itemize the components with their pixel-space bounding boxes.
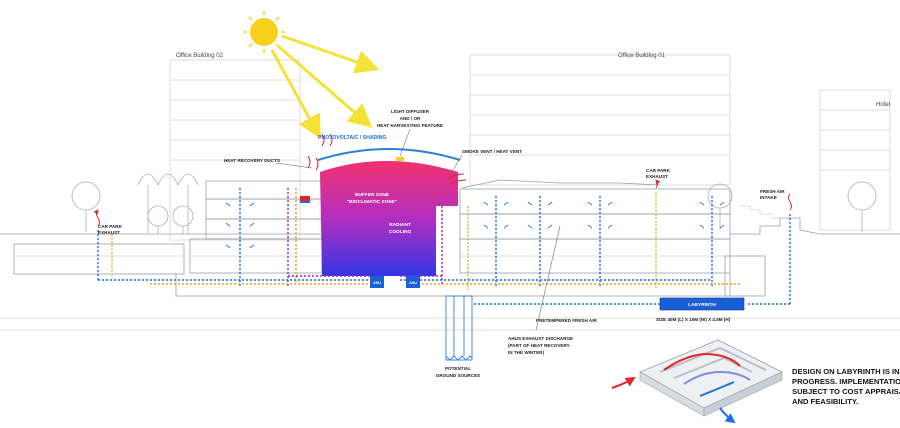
car-park-exhaust-right-1: CAR PARK xyxy=(646,168,671,173)
labyrinth-note-line-3: SUBJECT TO COST APPRAISAL xyxy=(792,387,900,396)
ahus-exhaust-label-2: (PART OF HEAT RECOVERY xyxy=(508,343,570,348)
legend-swatch-blue xyxy=(300,201,310,203)
car-park-exhaust-left-2: EXHAUST xyxy=(98,230,120,235)
labyrinth-illustration xyxy=(611,339,783,424)
fresh-air-intake-1: FRESH AIR xyxy=(760,189,785,194)
legend-swatch-red xyxy=(300,196,310,201)
light-diffuser-line-2: AND / OR xyxy=(400,116,421,121)
pretempered-fresh-air-label: PRETEMPERED FRESH AIR xyxy=(536,318,598,323)
ahu-1-label: AHU xyxy=(373,281,381,285)
hotel-label: Hotel xyxy=(876,102,890,108)
duct-mains xyxy=(98,275,790,305)
background-buildings xyxy=(0,54,900,331)
buffer-zone-label-2: "BIOCLIMATIC ZONE" xyxy=(347,199,397,205)
labyrinth-size-label: SIZE 40M (L) X 15M (W) X 4.5M (H) xyxy=(656,317,731,322)
duct-risers xyxy=(97,188,791,304)
light-diffuser-line-3: HEAT HARVESTING FEATURE xyxy=(377,123,443,128)
smoke-vent-label: SMOKE VENT / HEAT VENT xyxy=(462,149,522,154)
airflow-arrows xyxy=(225,201,725,249)
labyrinth-note-line-1: DESIGN ON LABYRINTH IS IN xyxy=(792,367,900,376)
office-building-01-label: Office Building 01 xyxy=(618,53,666,59)
ahu-unit-2: AHU xyxy=(406,276,420,288)
car-park-exhaust-right-2: EXHAUST xyxy=(646,174,668,179)
labyrinth-note: DESIGN ON LABYRINTH IS IN PROGRESS. IMPL… xyxy=(792,367,900,406)
labyrinth-bar: LABYRINTH xyxy=(659,297,745,311)
light-diffuser-label: LIGHT DIFFUSER AND / OR HEAT HARVESTING … xyxy=(377,109,443,157)
ahus-exhaust-label-1: AHUS EXHAUST DISCHARGE xyxy=(508,336,573,341)
ahus-exhaust-label-3: IN THE WINTER) xyxy=(508,350,544,355)
radiant-cooling-label-1: RADIANT xyxy=(389,222,411,228)
sun-icon xyxy=(243,11,285,53)
labyrinth-note-line-2: PROGRESS. IMPLEMENTATION xyxy=(792,377,900,386)
photovoltaic-label: PHOTOVOLTAIC / SHADING xyxy=(318,135,387,141)
photovoltaic-canopy xyxy=(307,133,467,185)
tree-icons xyxy=(71,173,877,234)
sun-rays xyxy=(270,34,380,140)
ground-sources-label-1: POTENTIAL xyxy=(445,366,471,371)
heat-recovery-ducts-label: HEAT RECOVERY DUCTS xyxy=(224,158,280,163)
ground-sources-label-2: GROUND SOURCES xyxy=(436,373,480,378)
car-park-exhaust-left-1: CAR PARK xyxy=(98,224,123,229)
light-diffuser-line-1: LIGHT DIFFUSER xyxy=(391,109,430,114)
ahu-unit-1: AHU xyxy=(370,276,384,288)
labyrinth-bar-label: LABYRINTH xyxy=(688,302,716,308)
labyrinth-note-line-4: AND FEASIBILITY. xyxy=(792,397,858,406)
ground-source-pipes xyxy=(445,295,473,361)
buffer-zone: BUFFER ZONE "BIOCLIMATIC ZONE" RADIANT C… xyxy=(320,161,458,276)
ahu-2-label: AHU xyxy=(409,281,417,285)
exhaust-arrows xyxy=(93,179,792,227)
buffer-zone-label-1: BUFFER ZONE xyxy=(355,192,390,198)
office-building-02-label: Office Building 02 xyxy=(176,53,224,59)
fresh-air-intake-2: INTAKE xyxy=(760,195,777,200)
radiant-cooling-label-2: COOLING xyxy=(389,229,412,235)
